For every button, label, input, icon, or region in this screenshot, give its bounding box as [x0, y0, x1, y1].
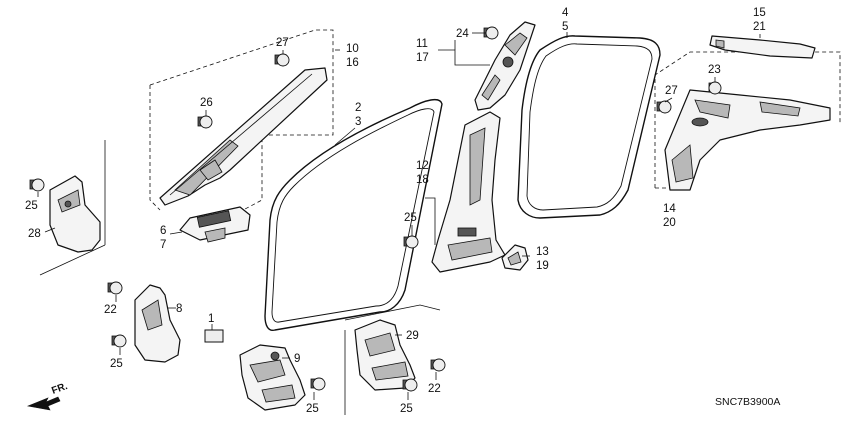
door-garnish-6-7 — [179, 206, 251, 243]
clip-26 — [197, 115, 213, 129]
callout-29: 29 — [406, 330, 419, 342]
callout-28: 28 — [28, 228, 41, 240]
group-divider-left — [39, 244, 106, 276]
callout-5: 5 — [562, 21, 568, 33]
callout-25-a: 25 — [404, 212, 417, 224]
callout-11: 11 — [416, 38, 428, 50]
step-garnish-29 — [354, 319, 416, 391]
front-direction-arrow: FR. — [26, 381, 69, 411]
clip-27-a — [274, 53, 290, 67]
callout-1: 1 — [208, 313, 214, 325]
callout-23: 23 — [708, 64, 721, 76]
clip-22-b — [430, 358, 446, 372]
callout-4: 4 — [562, 7, 569, 19]
callout-18: 18 — [416, 174, 429, 186]
clip-23 — [708, 81, 722, 95]
callout-9: 9 — [294, 353, 300, 365]
clip-24 — [483, 26, 499, 40]
clip-22-a — [107, 281, 123, 295]
callout-7: 7 — [160, 239, 166, 251]
callout-15: 15 — [753, 7, 766, 19]
clip-25-a — [403, 235, 419, 249]
kick-panel-8 — [134, 284, 181, 363]
callout-25-c: 25 — [110, 358, 123, 370]
callout-27-b: 27 — [665, 85, 678, 97]
callout-25-b: 25 — [25, 200, 38, 212]
callout-16: 16 — [346, 57, 359, 69]
callout-22-a: 22 — [104, 304, 117, 316]
front-pillar-group-box — [149, 29, 334, 226]
callout-24: 24 — [456, 28, 469, 40]
callout-25-d: 25 — [306, 403, 319, 415]
callout-20: 20 — [663, 217, 676, 229]
clip-25-b — [29, 178, 45, 192]
callout-14: 14 — [663, 203, 676, 215]
group-divider-bottom-top — [344, 304, 441, 321]
center-pillar-upper-garnish — [474, 21, 536, 111]
callout-19: 19 — [536, 260, 549, 272]
callout-10: 10 — [346, 43, 359, 55]
side-lining-28 — [49, 175, 101, 253]
callout-25-e: 25 — [400, 403, 413, 415]
diagram-code: SNC7B3900A — [715, 396, 780, 408]
callout-12: 12 — [416, 160, 429, 172]
callout-17: 17 — [416, 52, 429, 64]
callout-3: 3 — [355, 116, 361, 128]
callout-27-a: 27 — [276, 37, 289, 49]
callout-26: 26 — [200, 97, 213, 109]
clip-27-b — [656, 100, 672, 114]
callout-13: 13 — [536, 246, 549, 258]
callout-21: 21 — [753, 21, 766, 33]
clip-25-d — [310, 377, 326, 391]
rear-pillar-upper-trim — [709, 35, 816, 59]
front-label: FR. — [50, 381, 69, 397]
leader-lines — [37, 32, 761, 400]
rear-pillar-garnish — [664, 89, 831, 191]
rear-door-seal — [517, 35, 661, 219]
callout-8: 8 — [176, 303, 182, 315]
step-garnish-9 — [239, 344, 306, 411]
front-pillar-garnish — [159, 67, 328, 206]
callout-22-b: 22 — [428, 383, 441, 395]
front-door-seal — [264, 98, 443, 332]
callout-2: 2 — [355, 102, 361, 114]
callout-6: 6 — [160, 225, 166, 237]
clip-cover-13-19 — [501, 244, 529, 271]
arrow-icon — [26, 396, 61, 411]
label-sticker-1 — [204, 329, 224, 343]
clip-25-c — [111, 334, 127, 348]
callout-labels: 10 16 27 26 2 3 4 5 11 17 24 15 21 23 27… — [25, 7, 780, 415]
clip-25-e — [402, 378, 418, 392]
center-pillar-lower-garnish — [431, 111, 506, 273]
